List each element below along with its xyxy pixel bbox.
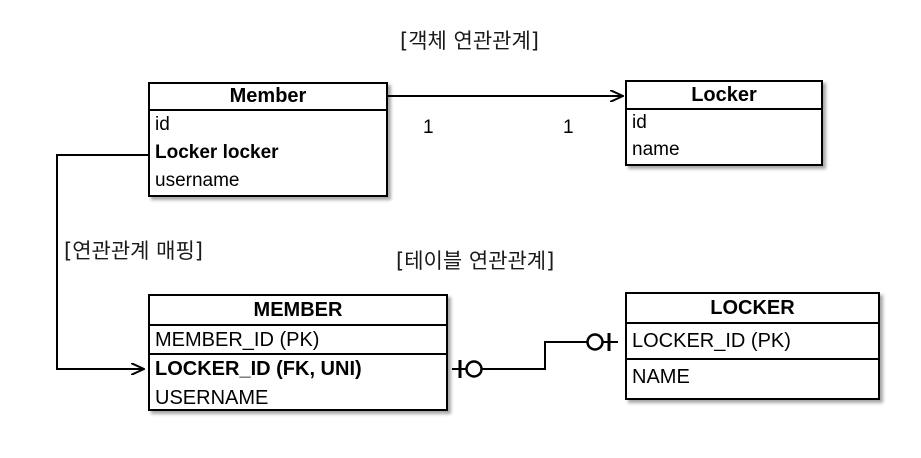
caption-association-mapping: [연관관계 매핑] <box>64 239 203 263</box>
table-title-member: MEMBER <box>150 296 446 326</box>
locker-end-optional-circle <box>586 333 604 351</box>
column-row: MEMBER_ID (PK) <box>150 326 446 355</box>
entity-box-locker[interactable]: Locker id name <box>625 80 823 166</box>
field-row: id <box>155 114 170 135</box>
column-row: LOCKER_ID (FK, UNI) <box>155 358 362 380</box>
table-box-member[interactable]: MEMBER MEMBER_ID (PK) LOCKER_ID (FK, UNI… <box>148 294 448 411</box>
caption-object-association: [객체 연관관계] <box>400 29 539 53</box>
entity-box-member[interactable]: Member id Locker locker username <box>148 82 388 197</box>
table-body-locker: LOCKER_ID (PK) NAME <box>627 324 878 396</box>
entity-title-locker: Locker <box>627 82 821 110</box>
caption-table-association: [테이블 연관관계] <box>396 249 555 273</box>
field-row: Locker locker <box>155 142 279 163</box>
member-end-optional-circle <box>465 360 483 378</box>
table-box-locker[interactable]: LOCKER LOCKER_ID (PK) NAME <box>625 292 880 400</box>
column-row: USERNAME <box>155 387 269 409</box>
table-title-locker: LOCKER <box>627 294 878 324</box>
multiplicity-member-side: 1 <box>423 117 434 138</box>
entity-title-member: Member <box>150 84 386 111</box>
multiplicity-locker-side: 1 <box>563 117 574 138</box>
field-row: id <box>632 112 647 133</box>
field-row: name <box>632 139 680 160</box>
column-row: LOCKER_ID (PK) <box>627 324 878 360</box>
field-row: username <box>155 170 240 191</box>
table-body-member: MEMBER_ID (PK) LOCKER_ID (FK, UNI) USERN… <box>150 326 446 413</box>
entity-body-locker: id name <box>627 110 821 164</box>
table-relationship-line <box>452 341 618 370</box>
column-row: NAME <box>632 366 690 388</box>
entity-body-member: id Locker locker username <box>150 111 386 195</box>
